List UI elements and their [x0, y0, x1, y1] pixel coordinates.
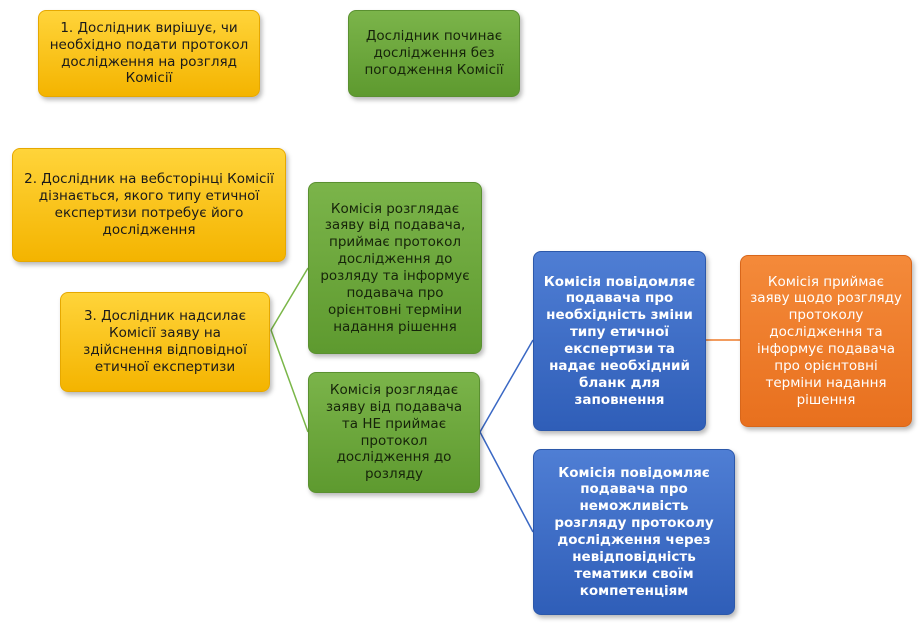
step3-box: 3. Дослідник надсилає Комісії заяву на з…	[60, 292, 270, 392]
step1-text: 1. Дослідник вирішує, чи необхідно подат…	[49, 19, 249, 87]
connector-rejects-to-impossible	[479, 431, 534, 533]
connector-step3-to-accepts	[270, 267, 309, 331]
change-type-box: Комісія повідомляє подавача про необхідн…	[533, 251, 706, 431]
orange-accepts-text: Комісія приймає заяву щодо розгляду прот…	[750, 273, 902, 408]
step3-text: 3. Дослідник надсилає Комісії заяву на з…	[83, 308, 247, 375]
no-approval-text: Дослідник починає дослідження без погодж…	[364, 28, 504, 78]
impossible-box: Комісія повідомляє подавача про неможлив…	[533, 449, 735, 615]
connector-step3-to-rejects	[270, 329, 309, 433]
orange-accepts-box: Комісія приймає заяву щодо розгляду прот…	[740, 255, 912, 427]
step2-box: 2. Дослідник на вебсторінці Комісії дізн…	[12, 148, 286, 262]
impossible-text: Комісія повідомляє подавача про неможлив…	[554, 464, 714, 599]
no-approval-box: Дослідник починає дослідження без погодж…	[348, 10, 520, 97]
step2-text: 2. Дослідник на вебсторінці Комісії дізн…	[24, 171, 274, 238]
rejects-text: Комісія розглядає заяву від подавача та …	[325, 381, 463, 483]
accepts-box: Комісія розглядає заяву від подавача, пр…	[308, 182, 482, 354]
accepts-text: Комісія розглядає заяву від подавача, пр…	[320, 200, 470, 335]
change-type-text: Комісія повідомляє подавача про необхідн…	[543, 273, 696, 408]
rejects-box: Комісія розглядає заяву від подавача та …	[308, 372, 480, 493]
step1-box: 1. Дослідник вирішує, чи необхідно подат…	[38, 10, 260, 97]
connector-rejects-to-change-type	[479, 339, 534, 433]
